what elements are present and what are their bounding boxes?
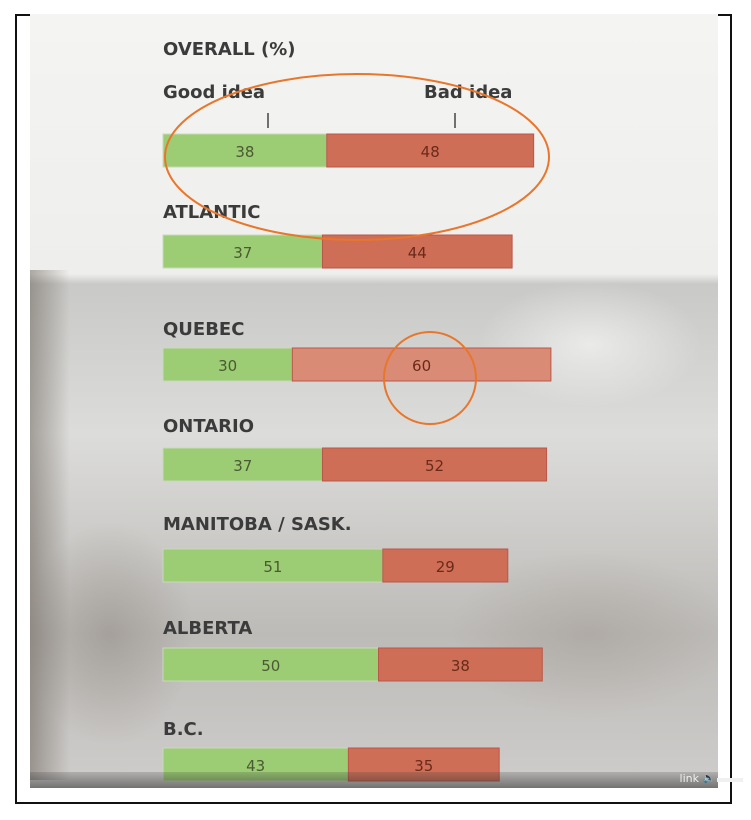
link-button[interactable]: link xyxy=(679,772,699,785)
bad-value-1: 44 xyxy=(408,244,427,262)
region-label-5: ALBERTA xyxy=(163,618,252,639)
good-value-1: 37 xyxy=(233,244,252,262)
bad-value-3: 52 xyxy=(425,457,444,475)
bad-value-6: 35 xyxy=(414,757,433,775)
region-label-3: ONTARIO xyxy=(163,416,254,437)
region-label-4: MANITOBA / SASK. xyxy=(163,514,352,535)
volume-slider[interactable] xyxy=(717,778,743,782)
bad-bar-4 xyxy=(382,548,509,583)
bad-value-5: 38 xyxy=(451,657,470,675)
overall-highlight-ellipse xyxy=(164,73,550,241)
good-value-3: 37 xyxy=(233,457,252,475)
good-value-2: 30 xyxy=(218,357,237,375)
good-bar-2 xyxy=(162,347,293,382)
speaker-icon[interactable]: 🔈 xyxy=(702,773,715,784)
good-bar-0 xyxy=(162,133,328,168)
good-bar-5 xyxy=(162,647,379,682)
bad-value-2: 60 xyxy=(412,357,431,375)
quebec-highlight-circle xyxy=(383,331,477,425)
bad-bar-0 xyxy=(326,133,535,168)
background-shadow xyxy=(30,270,70,780)
good-value-5: 50 xyxy=(261,657,280,675)
region-label-0: OVERALL (%) xyxy=(163,39,296,60)
legend-bad-label: Bad idea xyxy=(424,82,512,103)
region-label-2: QUEBEC xyxy=(163,319,244,340)
good-value-6: 43 xyxy=(246,757,265,775)
bad-value-0: 48 xyxy=(421,143,440,161)
good-bar-3 xyxy=(162,447,323,482)
region-label-1: ATLANTIC xyxy=(163,202,260,223)
video-control-bar[interactable] xyxy=(30,772,718,788)
good-value-4: 51 xyxy=(263,558,282,576)
region-label-6: B.C. xyxy=(163,719,204,740)
legend-good-label: Good idea xyxy=(163,82,265,103)
bad-bar-2 xyxy=(291,347,552,382)
bad-bar-5 xyxy=(378,647,543,682)
good-value-0: 38 xyxy=(235,143,254,161)
bad-value-4: 29 xyxy=(436,558,455,576)
bad-bar-3 xyxy=(321,447,548,482)
